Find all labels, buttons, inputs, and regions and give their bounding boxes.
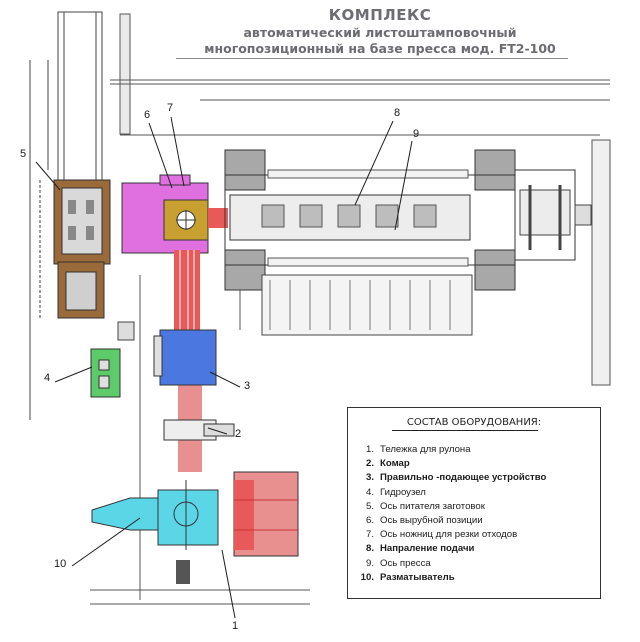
coil-cart [233, 471, 299, 557]
legend-item: 7.Ось ножниц для резки отходов [365, 529, 518, 541]
title-line-3: многопозиционный на базе пресса мод. FT2… [204, 41, 556, 56]
callout-5: 5 [20, 148, 27, 160]
strip-path [174, 250, 202, 472]
uncoiler [91, 480, 219, 584]
legend-heading: СОСТАВ ОБОРУДОВАНИЯ: [406, 417, 542, 428]
building-structure [90, 13, 611, 605]
blank-feeder [53, 179, 111, 319]
title-line-1: КОМПЛЕКС [328, 6, 432, 24]
straightener-feeder [117, 321, 217, 386]
callout-4: 4 [44, 372, 51, 384]
legend-item: 6.Ось вырубной позиции [365, 514, 483, 526]
callout-10: 10 [54, 558, 67, 570]
legend-item: 8.Напраление подачи [365, 543, 475, 555]
callout-1: 1 [232, 620, 239, 632]
equipment-legend: СОСТАВ ОБОРУДОВАНИЯ: 1.Тележка для рулон… [347, 407, 601, 599]
legend-item: 10.Разматыватель [360, 571, 455, 583]
blanking-station [121, 174, 228, 254]
callout-6: 6 [144, 109, 151, 121]
hydraulic-unit [90, 348, 121, 398]
callout-2: 2 [235, 428, 242, 440]
callout-7: 7 [167, 102, 174, 114]
leader-lines [35, 116, 413, 619]
callout-9: 9 [413, 128, 420, 140]
title-underline [176, 58, 568, 59]
callout-8: 8 [394, 107, 401, 119]
legend-heading-underline [392, 430, 538, 431]
callout-3: 3 [244, 380, 251, 392]
legend-item: 1.Тележка для рулона [365, 444, 471, 455]
press [224, 149, 592, 336]
legend-item: 2.Комар [365, 458, 410, 470]
title-line-2: автоматический листоштамповочный [243, 25, 517, 40]
legend-item: 3.Правильно -подающее устройство [365, 472, 547, 484]
legend-item: 9.Ось пресса [365, 557, 431, 569]
legend-list: 1.Тележка для рулона 2.Комар 3.Правильно… [354, 444, 594, 586]
legend-item: 5.Ось питателя заготовок [365, 500, 485, 512]
loop-device [163, 419, 235, 441]
legend-item: 4.Гидроузел [365, 486, 426, 498]
